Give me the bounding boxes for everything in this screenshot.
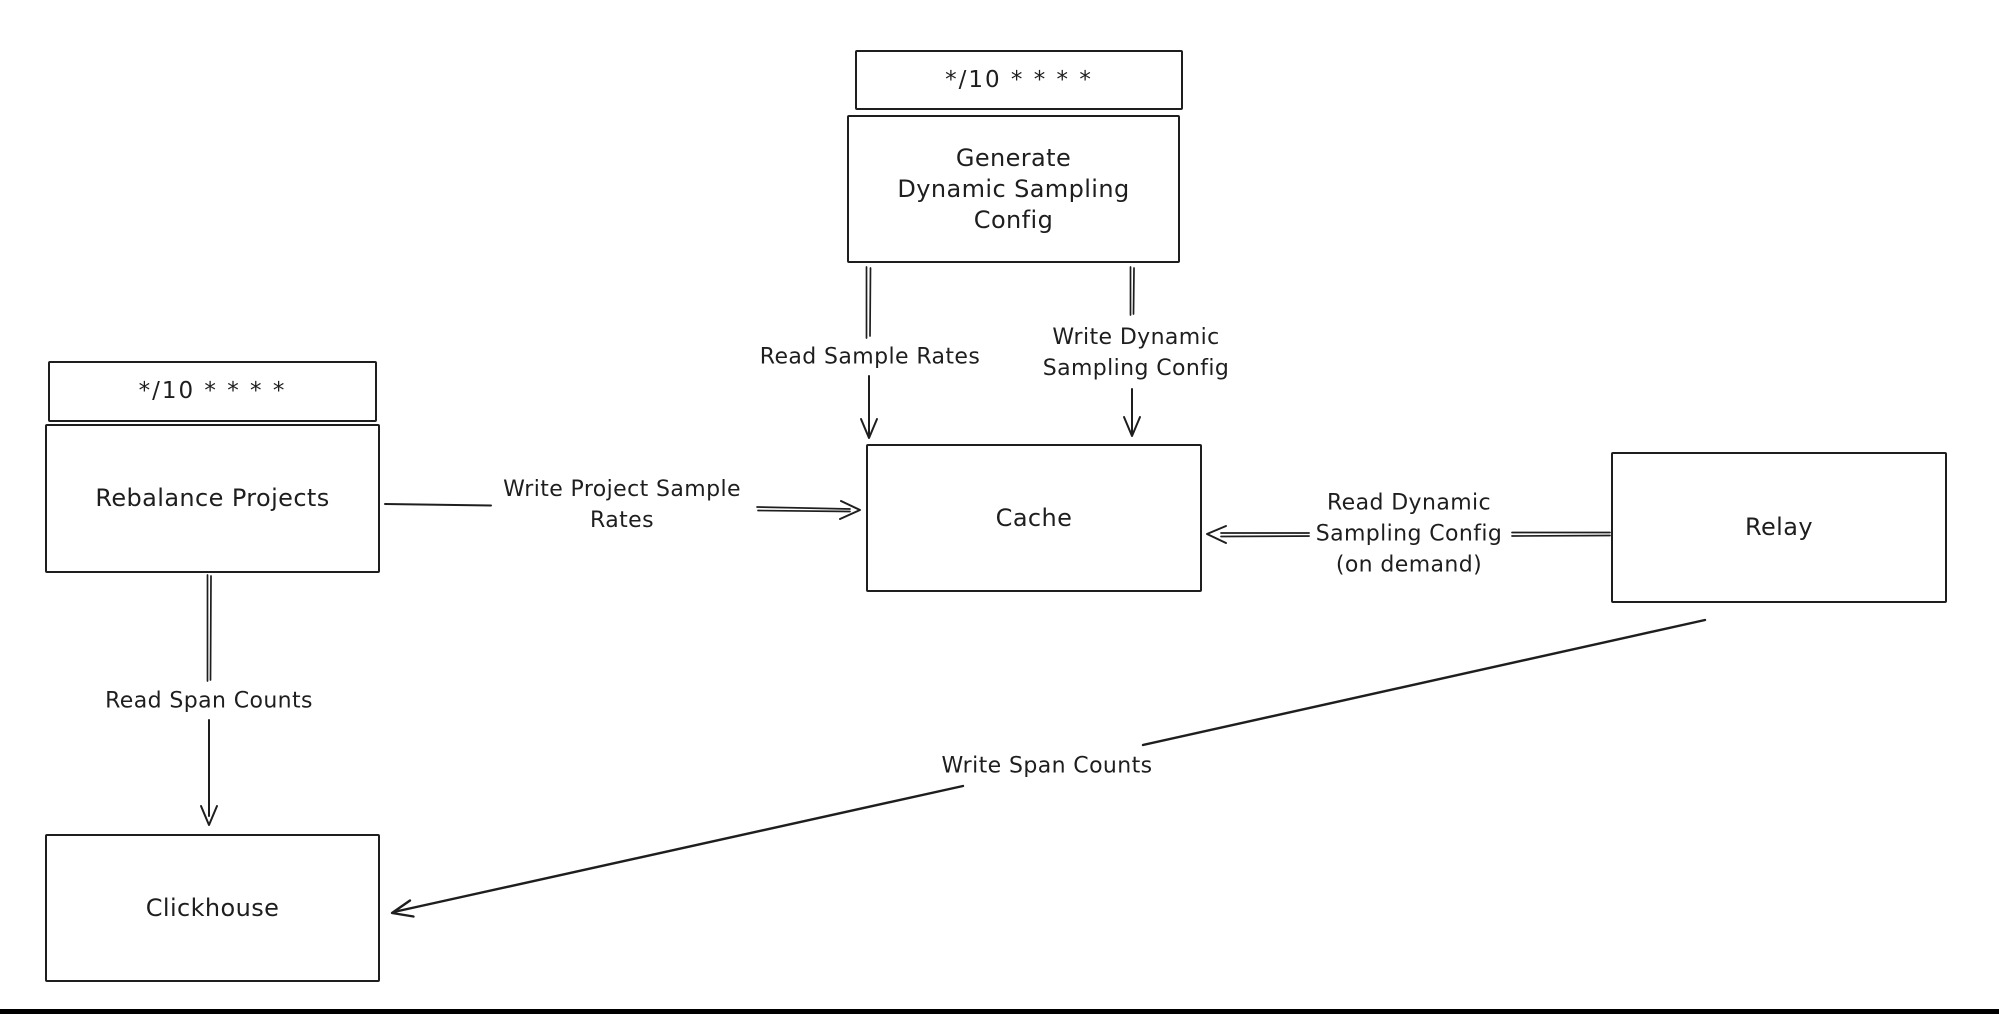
generate-node-label: Generate Dynamic Sampling Config <box>897 143 1130 234</box>
edge-label-write-dynamic-sampling-config: Write Dynamic Sampling Config <box>1036 322 1236 384</box>
arrow-read-dynamic-sampling-config <box>1206 525 1611 544</box>
arrow-write-span-counts <box>390 618 1707 918</box>
arrow-write-dynamic-sampling-config <box>1123 266 1141 437</box>
edge-label-read-dynamic-sampling-config: Read Dynamic Sampling Config (on demand) <box>1309 487 1509 581</box>
bottom-edge-bar <box>0 1009 1999 1014</box>
cache-node-label: Cache <box>995 503 1073 532</box>
clickhouse-node: Clickhouse <box>45 834 380 982</box>
arrow-read-sample-rates <box>860 266 878 439</box>
cache-node: Cache <box>866 444 1202 592</box>
edge-label-write-span-counts: Write Span Counts <box>935 750 1159 782</box>
edge-label-read-sample-rates: Read Sample Rates <box>753 341 987 373</box>
rebalance-node-label: Rebalance Projects <box>95 484 330 512</box>
edge-label-write-project-sample-rates: Write Project Sample Rates <box>497 474 747 536</box>
generate-node: Generate Dynamic Sampling Config <box>847 115 1180 263</box>
generate-cron-label: */10 * * * * <box>945 66 1093 93</box>
arrow-write-project-sample-rates <box>384 500 861 520</box>
rebalance-cron-header: */10 * * * * <box>48 361 377 422</box>
clickhouse-node-label: Clickhouse <box>145 893 280 922</box>
rebalance-cron-label: */10 * * * * <box>138 378 287 404</box>
generate-cron-header: */10 * * * * <box>855 50 1183 110</box>
edge-label-read-span-counts: Read Span Counts <box>99 685 319 717</box>
rebalance-node: Rebalance Projects <box>45 424 380 573</box>
relay-node-label: Relay <box>1745 513 1813 541</box>
arrow-read-span-counts <box>200 574 218 826</box>
relay-node: Relay <box>1611 452 1947 603</box>
